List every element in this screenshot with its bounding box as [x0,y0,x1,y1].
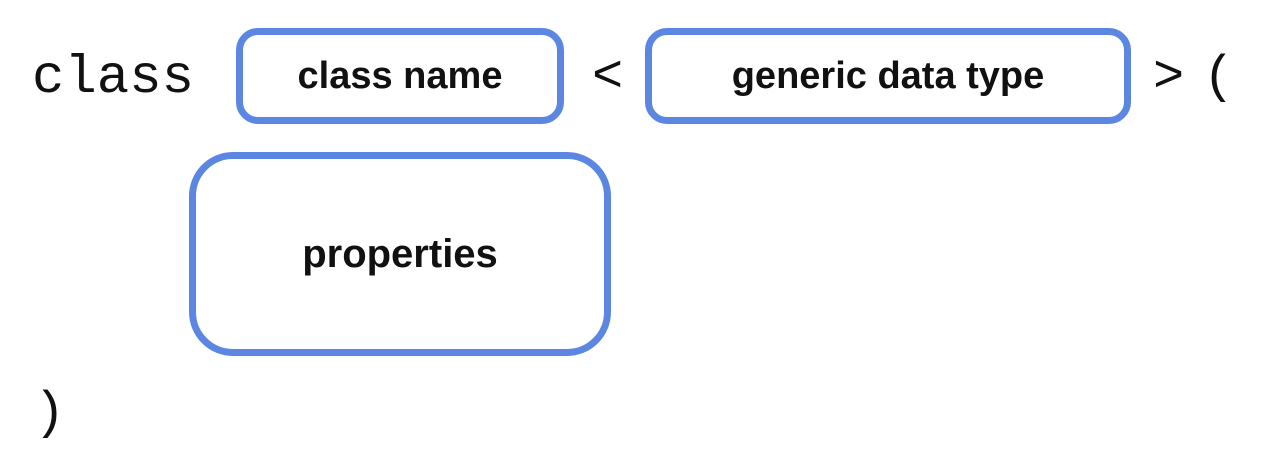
open-paren: ( [1203,48,1235,107]
open-angle-bracket: < [592,48,624,107]
class-name-label: class name [297,54,503,97]
class-name-placeholder-box: class name [236,28,564,124]
close-paren: ) [34,384,66,443]
generic-type-placeholder-box: generic data type [645,28,1131,124]
close-angle-bracket: > [1153,48,1185,107]
properties-label: properties [302,231,498,276]
properties-placeholder-box: properties [189,152,611,356]
class-keyword: class [32,48,195,109]
generic-type-label: generic data type [731,54,1045,97]
